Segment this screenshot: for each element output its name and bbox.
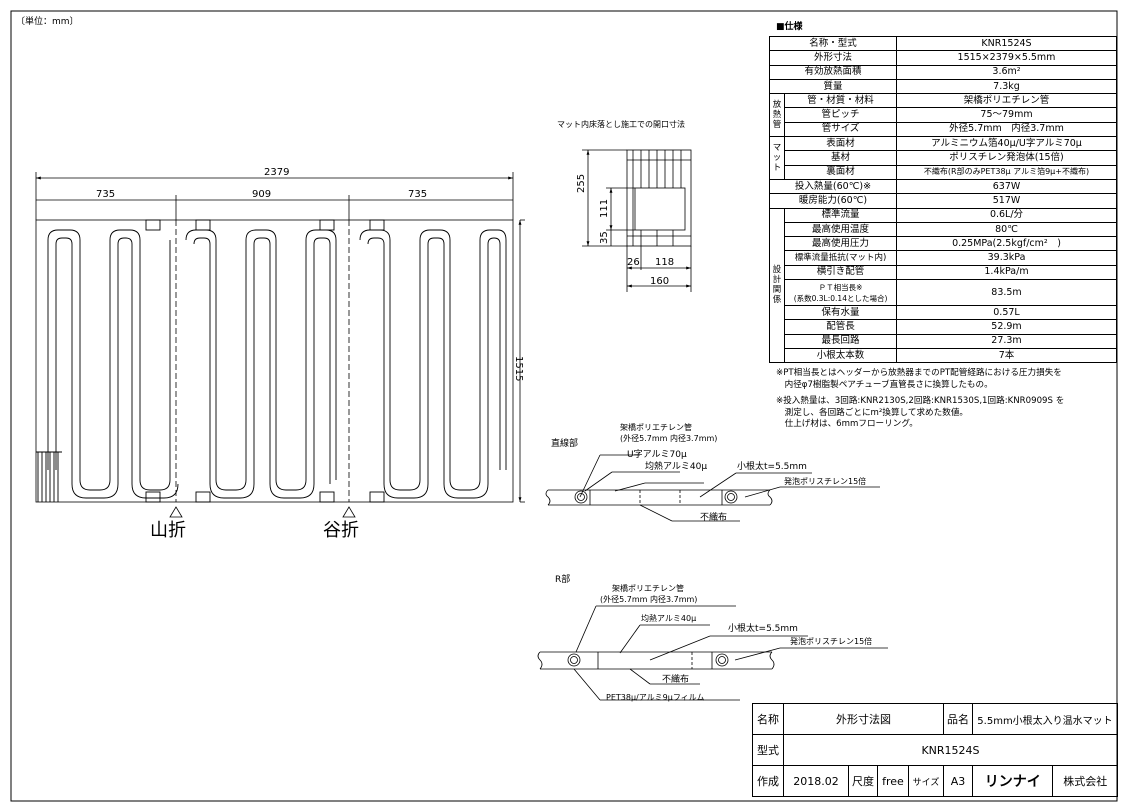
spec-row: 基材ポリスチレン発泡体(15倍) xyxy=(770,150,1117,166)
spec-row: マット表面材アルミニウム箔40μ/U字アルミ70μ xyxy=(768,136,1117,180)
opening-title: マット内床落とし施工での開口寸法 xyxy=(557,120,685,129)
straight-pipe-label-2: (外径5.7mm 内径3.7mm) xyxy=(620,434,718,443)
title-brand: リンナイ xyxy=(971,765,1054,797)
title-name-label: 名称 xyxy=(752,703,784,735)
straight-title: 直線部 xyxy=(551,439,579,449)
spec-row: 暖房能力(60℃)517W xyxy=(769,193,1117,209)
spec-row: 管サイズ外径5.7mm 内径3.7mm xyxy=(770,121,1117,138)
opening-dim-118: 118 xyxy=(655,257,675,268)
straight-pipe-label-1: 架橋ポリエチレン管 xyxy=(620,423,692,432)
note-2: ※投入熱量は、3回路:KNR2130S,2回路:KNR1530S,1回路:KNR… xyxy=(776,396,1065,429)
spec-row: ＰＴ相当長※(系数0.3L:0.14とした場合)83.5m xyxy=(770,279,1117,307)
dim-right: 735 xyxy=(408,189,428,200)
opening-dim-35: 35 xyxy=(599,231,610,244)
title-date: 2018.02 xyxy=(783,765,849,797)
r-title: R部 xyxy=(555,575,571,585)
dim-total: 2379 xyxy=(264,167,290,178)
r-joist-label: 小根太t=5.5mm xyxy=(728,624,798,634)
r-foam-label: 発泡ポリスチレン15倍 xyxy=(790,637,873,646)
spec-row: 投入熱量(60℃)※637W xyxy=(769,178,1117,195)
fold-valley-label: 谷折 xyxy=(323,520,359,541)
opening-dim-255: 255 xyxy=(576,173,587,193)
r-even-al-label: 均熱アルミ40μ xyxy=(641,614,697,623)
r-nonwoven-label: 不織布 xyxy=(662,675,690,685)
opening-dim-160: 160 xyxy=(650,276,670,287)
dim-height: 1515 xyxy=(513,356,524,382)
spec-row: 標準流量抵抗(マット内)39.3kPa xyxy=(770,250,1117,266)
opening-dim-111: 111 xyxy=(599,198,610,218)
straight-foam-label: 発泡ポリスチレン15倍 xyxy=(784,477,867,486)
title-block: 名称 外形寸法図 品名 5.5mm小根太入り温水マット 型式 KNR1524S … xyxy=(752,703,1118,797)
note-1: ※PT相当長とはヘッダーから放熱器までのPT配管経路における圧力損失を 内径φ7… xyxy=(776,368,1062,390)
straight-nonwoven-label: 不織布 xyxy=(700,513,728,523)
r-pet-label: PET38μ/アルミ9μフィルム xyxy=(606,693,705,702)
opening-dim-26: 26 xyxy=(627,257,640,268)
r-pipe-label-2: (外径5.7mm 内径3.7mm) xyxy=(600,595,698,604)
title-company: 株式会社 xyxy=(1052,765,1118,797)
opening-dimension-drawing xyxy=(582,149,692,292)
title-scale-value: free xyxy=(877,765,909,797)
title-name-value: 外形寸法図 xyxy=(783,703,944,735)
title-model-value: KNR1524S xyxy=(783,734,1118,766)
title-size-label: サイズ xyxy=(908,765,944,797)
spec-side-pipe: 放熱管 xyxy=(768,93,786,138)
dim-left: 735 xyxy=(96,189,116,200)
straight-even-al-label: 均熱アルミ40μ xyxy=(645,462,708,472)
dim-middle: 909 xyxy=(252,189,272,200)
title-product-value: 5.5mm小根太入り温水マット xyxy=(972,703,1118,735)
spec-row: 裏面材不織布(R部のみPET38μ アルミ箔9μ+不織布) xyxy=(770,164,1117,180)
fold-mountain-label: 山折 xyxy=(150,520,186,541)
title-model-label: 型式 xyxy=(752,734,784,766)
straight-section-drawing xyxy=(545,454,880,522)
spec-side-design: 設計関係 xyxy=(768,207,786,364)
mat-plan-view xyxy=(35,172,525,518)
unit-note: 〔単位：mm〕 xyxy=(16,17,79,27)
spec-row: 放熱管管・材質・材料架橋ポリエチレン管 xyxy=(768,93,1117,138)
r-section-drawing xyxy=(537,605,888,701)
r-pipe-label-1: 架橋ポリエチレン管 xyxy=(612,584,684,593)
straight-u-al-label: U字アルミ70μ xyxy=(627,450,687,460)
straight-joist-label: 小根太t=5.5mm xyxy=(737,462,807,472)
title-product-label: 品名 xyxy=(943,703,973,735)
title-size-value: A3 xyxy=(943,765,973,797)
spec-side-mat: マット xyxy=(768,136,786,180)
spec-heading: ■仕様 xyxy=(776,22,803,32)
title-scale-label: 尺度 xyxy=(848,765,878,797)
title-made-label: 作成 xyxy=(752,765,784,797)
